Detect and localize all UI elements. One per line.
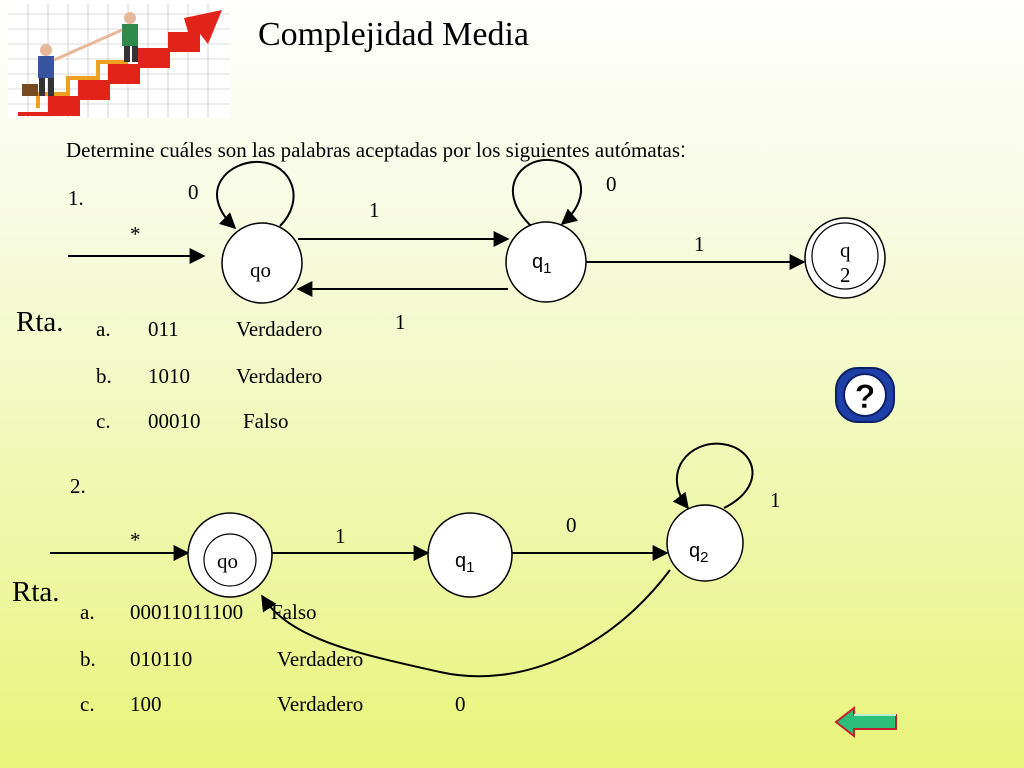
a1-answer-c-word: 00010 bbox=[148, 409, 201, 433]
a1-answer-c-result: Falso bbox=[243, 409, 289, 433]
a1-answer-a-letter: a. bbox=[96, 317, 111, 341]
a2-state-q0-label: qo bbox=[217, 549, 238, 573]
a2-answer-c-result: Verdadero bbox=[277, 692, 364, 716]
a1-state-q0-label: qo bbox=[250, 258, 271, 282]
instructions-colon: : bbox=[680, 139, 686, 162]
a2-answer-a-letter: a. bbox=[80, 600, 95, 624]
a2-label-loop-q2: 1 bbox=[770, 488, 781, 512]
a1-answer-b-letter: b. bbox=[96, 364, 112, 388]
a1-state-q1-label: q1 bbox=[532, 251, 552, 277]
automaton-2-number: 2. bbox=[70, 474, 86, 498]
a1-state-q2-label-q: q bbox=[840, 238, 851, 262]
a2-answer-b-letter: b. bbox=[80, 647, 96, 671]
page-title: Complejidad Media bbox=[258, 16, 530, 53]
a2-state-q2 bbox=[666, 504, 744, 582]
a2-answer-c-word: 100 bbox=[130, 692, 162, 716]
a2-answer-c-letter: c. bbox=[80, 692, 95, 716]
a2-label-q0-q1: 1 bbox=[335, 524, 346, 548]
svg-text:?: ? bbox=[855, 378, 876, 416]
a2-answer-a-result: Falso bbox=[271, 600, 317, 624]
a1-label-loop-q1: 0 bbox=[606, 172, 617, 196]
automaton-2 bbox=[50, 442, 754, 678]
a2-state-q2-label: q2 bbox=[689, 540, 709, 566]
a2-answer-b-result: Verdadero bbox=[277, 647, 364, 671]
a1-label-q1-q2: 1 bbox=[694, 232, 705, 256]
a1-start-marker: * bbox=[130, 222, 141, 246]
a1-label-loop-q0: 0 bbox=[188, 180, 199, 204]
a2-edge-q2-q0 bbox=[261, 569, 671, 678]
a1-label-q0-q1: 1 bbox=[369, 198, 380, 222]
question-mark-icon[interactable]: ? bbox=[834, 366, 896, 424]
a2-loop-q2 bbox=[672, 442, 754, 510]
a1-answer-label: Rta. bbox=[16, 306, 64, 338]
a1-state-q2-inner bbox=[811, 222, 879, 290]
a1-answer-a-word: 011 bbox=[148, 317, 179, 341]
logo-clipart bbox=[8, 4, 230, 118]
a1-state-q0 bbox=[221, 222, 303, 304]
a1-loop-q1 bbox=[511, 158, 582, 226]
a1-answer-c-letter: c. bbox=[96, 409, 111, 433]
a1-state-q2-label-subscript: 2 bbox=[840, 263, 851, 287]
a1-loop-q0 bbox=[216, 160, 295, 230]
a2-state-q1-label: q1 bbox=[455, 550, 475, 576]
instructions: Determine cuáles son las palabras acepta… bbox=[66, 138, 686, 163]
a2-label-q1-q2: 0 bbox=[566, 513, 577, 537]
a2-start-marker: * bbox=[130, 528, 141, 552]
a1-label-q1-q0: 1 bbox=[395, 310, 406, 334]
automaton-1 bbox=[68, 158, 886, 304]
a2-answer-a-word: 00011011100 bbox=[130, 600, 244, 624]
instructions-text: Determine cuáles son las palabras acepta… bbox=[66, 138, 681, 162]
a2-label-q2-q0: 0 bbox=[455, 692, 466, 716]
a2-state-q0-inner bbox=[203, 533, 257, 587]
a2-answer-b-word: 010110 bbox=[130, 647, 193, 671]
a1-answer-b-word: 1010 bbox=[148, 364, 190, 388]
left-arrow-icon[interactable] bbox=[834, 705, 898, 739]
a1-answer-b-result: Verdadero bbox=[236, 364, 323, 388]
automaton-1-number: 1. bbox=[68, 186, 84, 210]
a2-answer-label: Rta. bbox=[12, 576, 60, 608]
a1-answer-a-result: Verdadero bbox=[236, 317, 323, 341]
